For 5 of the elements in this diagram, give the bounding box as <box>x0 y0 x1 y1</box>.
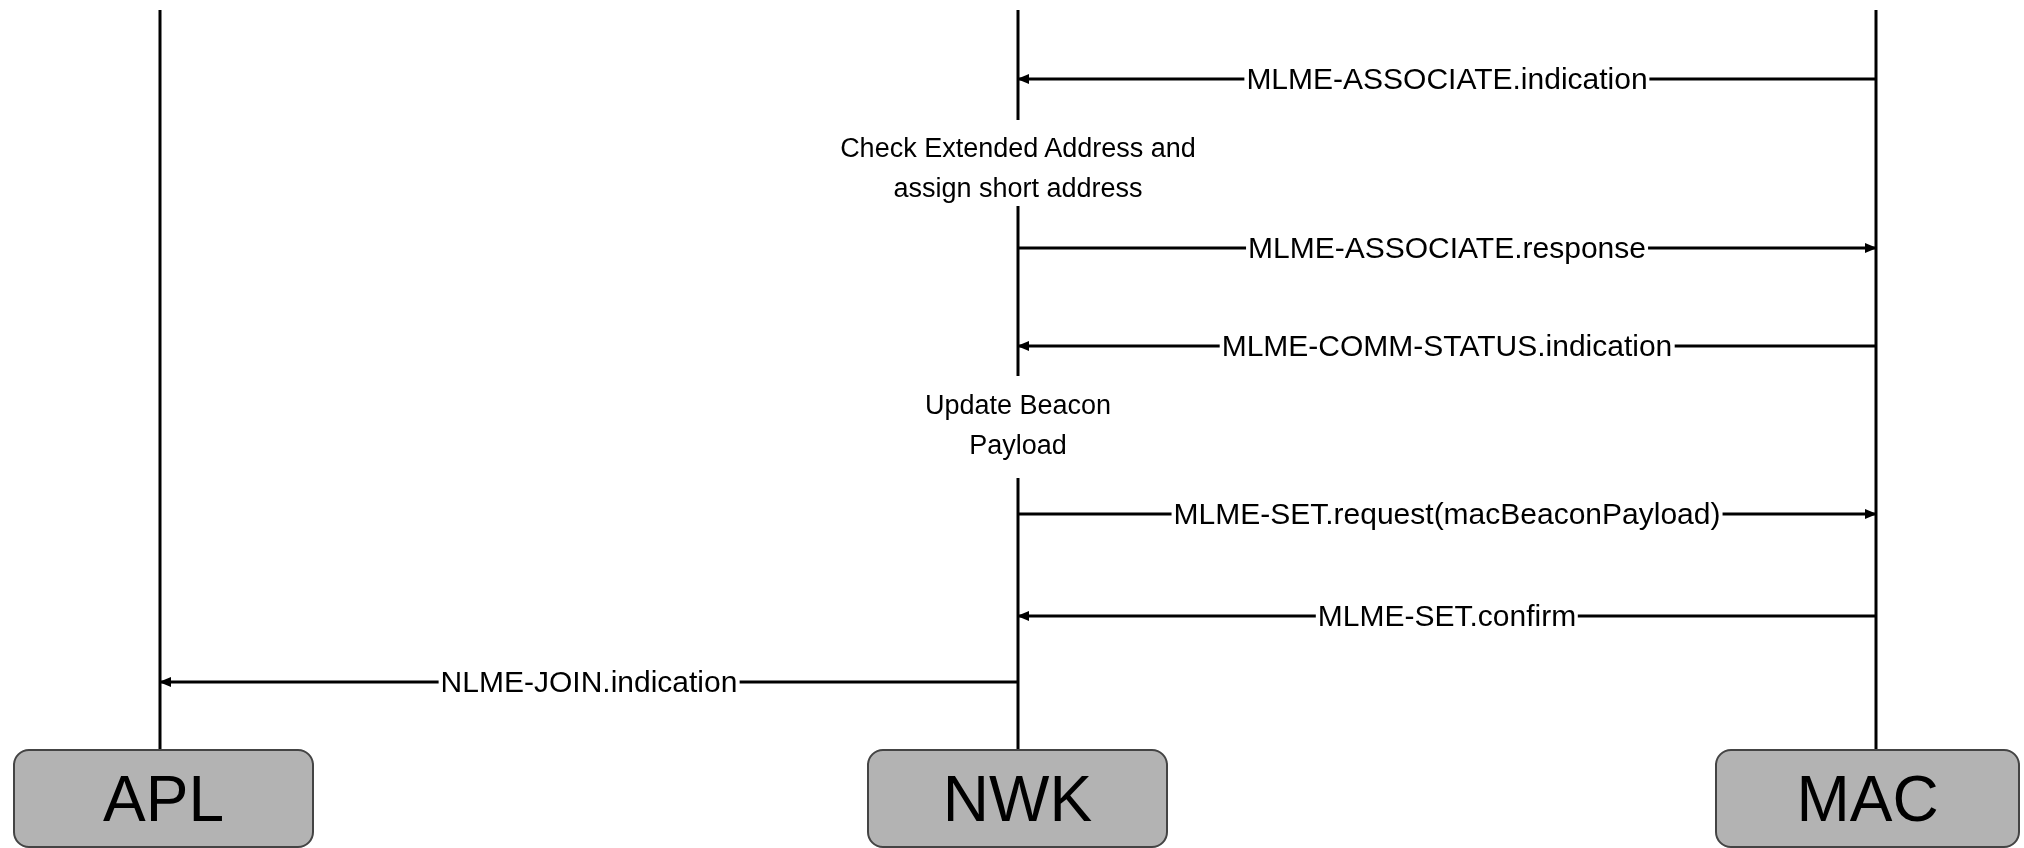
process-note: Check Extended Address and assign short address <box>839 132 1197 205</box>
lifeline-box: NWK <box>867 749 1168 848</box>
lifeline-box: APL <box>13 749 314 848</box>
lifeline-box: MAC <box>1715 749 2020 848</box>
process-note: Update Beacon Payload <box>923 389 1113 462</box>
